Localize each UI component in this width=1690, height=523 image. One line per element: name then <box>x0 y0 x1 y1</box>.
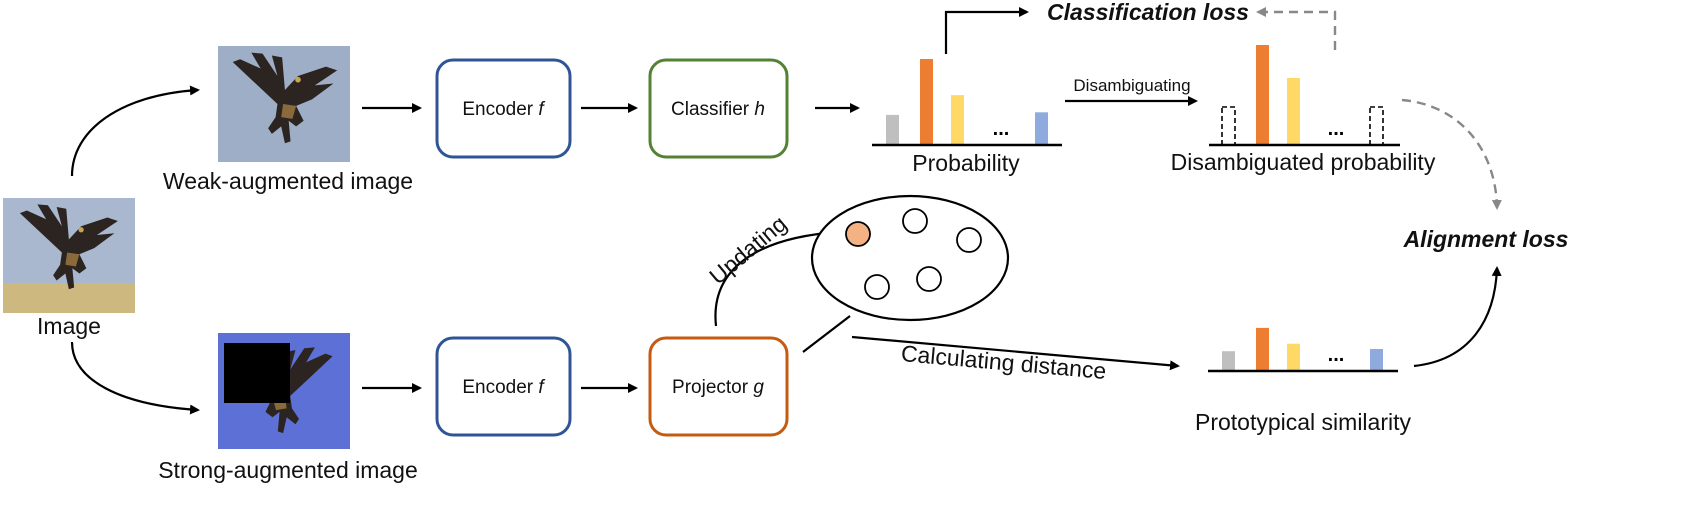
probability-label: Probability <box>912 150 1020 176</box>
encoder-bottom-box: Encoder f <box>435 336 572 437</box>
prototype <box>956 227 982 253</box>
disambiguating-label: Disambiguating <box>1073 76 1190 95</box>
prototype <box>916 266 942 292</box>
chart-bar <box>1287 78 1300 145</box>
svg-text:Encoder f: Encoder f <box>462 99 545 120</box>
svg-text:Projector g: Projector g <box>672 377 764 398</box>
weak-augmented-image <box>218 46 350 162</box>
chart-bar <box>1256 45 1269 145</box>
encoder-bottom-var: f <box>538 377 545 398</box>
dashed-arrow-to-alignment-loss <box>1401 98 1502 210</box>
chart-ellipsis: ... <box>1328 118 1345 140</box>
original-image <box>3 198 135 313</box>
weak-image-label: Weak-augmented image <box>163 168 413 194</box>
prototype <box>864 274 890 300</box>
classifier-text: Classifier <box>671 99 754 120</box>
encoder-top-var: f <box>538 99 545 120</box>
prototype-updated <box>845 221 871 247</box>
updating-label: Updating <box>704 210 791 289</box>
projector-box: Projector g <box>648 336 789 437</box>
arrow-updating <box>714 227 840 327</box>
strong-augmented-image <box>218 333 350 449</box>
calculating-distance-label: Calculating distance <box>900 340 1107 384</box>
chart-ellipsis: ... <box>993 118 1010 140</box>
link-projector-to-prototypes <box>802 315 851 353</box>
prototypical-similarity-chart: ... <box>1208 327 1398 373</box>
classifier-var: h <box>754 99 765 120</box>
disambiguated-probability-label: Disambiguated probability <box>1171 149 1436 175</box>
disambiguated-probability-chart: ... <box>1209 45 1400 147</box>
projector-var: g <box>753 377 764 398</box>
chart-bar <box>1035 112 1048 145</box>
prototypical-similarity-label: Prototypical similarity <box>1195 409 1411 435</box>
alignment-loss-label: Alignment loss <box>1403 226 1569 252</box>
chart-ellipsis: ... <box>1328 344 1345 366</box>
encoder-top-box: Encoder f <box>435 58 572 159</box>
prototype <box>902 208 928 234</box>
arrow-image-to-weak <box>70 85 200 177</box>
chart-bar <box>1287 343 1300 371</box>
arrow-image-to-strong <box>70 341 200 415</box>
chart-bar <box>951 95 964 145</box>
encoder-bottom-text: Encoder <box>462 377 538 398</box>
chart-bar <box>1370 349 1383 371</box>
dashed-arrow-to-classification-loss <box>1256 7 1337 50</box>
chart-bar <box>920 59 933 145</box>
arrow-similarity-to-alignment-loss <box>1413 266 1502 368</box>
classification-loss-label: Classification loss <box>1047 0 1249 25</box>
prototype-space <box>810 194 1010 322</box>
image-label: Image <box>37 313 101 339</box>
arrow-probability-to-classification-loss <box>944 7 1029 54</box>
svg-text:Classifier h: Classifier h <box>671 99 765 120</box>
chart-bar <box>1221 106 1236 146</box>
encoder-top-text: Encoder <box>462 99 538 120</box>
classifier-box: Classifier h <box>648 58 789 159</box>
chart-bar <box>1256 327 1269 371</box>
strong-image-label: Strong-augmented image <box>158 457 418 483</box>
svg-text:Encoder f: Encoder f <box>462 377 545 398</box>
chart-bar <box>1369 106 1384 146</box>
arrow-calculating-distance <box>851 335 1180 371</box>
chart-bar <box>1222 351 1235 371</box>
chart-bar <box>886 114 899 145</box>
probability-chart: ... <box>872 59 1062 147</box>
projector-text: Projector <box>672 377 753 398</box>
